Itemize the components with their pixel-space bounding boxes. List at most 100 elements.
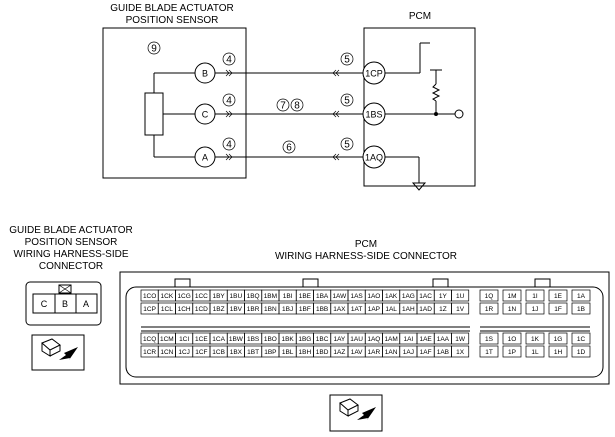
pcm-pin-label: 1AH — [402, 306, 415, 313]
pcm-pin-label: 1I — [532, 293, 538, 300]
pcm-pin-cell — [525, 345, 545, 358]
pcm-terminal-1cp-label: 1CP — [365, 69, 383, 79]
pcm-pin-label: 1AX — [333, 306, 346, 313]
pcm-pin-label: 1F — [554, 306, 562, 313]
pcm-pin-label: 1AB — [437, 349, 449, 356]
pcm-pin-cell — [479, 345, 499, 358]
pcm-pin-label: 1R — [485, 306, 494, 313]
pcm-pin-label: 1BE — [299, 293, 312, 300]
pcm-pin-cell — [479, 302, 499, 315]
pcm-pin-label: 1AO — [367, 293, 380, 300]
pcm-pin-label: 1BS — [247, 336, 260, 343]
callout-left-a: 4 — [226, 140, 232, 151]
pcm-pin-label: 1BL — [282, 349, 294, 356]
pcm-pin-label: 1CO — [143, 293, 156, 300]
pcm-conn-title-1: PCM — [355, 239, 377, 250]
pcm-pin-label: 1CC — [195, 293, 208, 300]
pcm-pin-label: 1BC — [316, 336, 329, 343]
sensor-connector-body — [25, 281, 102, 326]
pcm-pin-label: 1CQ — [143, 336, 156, 343]
sensor-pin-a-label: A — [202, 153, 208, 163]
pcm-pin-label: 1BJ — [282, 306, 293, 313]
pcm-pin-cell — [502, 332, 522, 345]
sensor-conn-pin-b: B — [62, 299, 68, 309]
pcm-pin-label: 1AV — [351, 349, 363, 356]
sensor-conn-pin-a: A — [83, 299, 89, 309]
pcm-pin-label: 1CK — [161, 293, 174, 300]
callout-wire-c-8: 8 — [294, 101, 300, 112]
pcm-pin-label: 1BY — [212, 293, 225, 300]
pcm-pin-label: 1S — [485, 336, 494, 343]
pcm-pin-label: 1CP — [143, 306, 156, 313]
pcm-pin-cell — [479, 332, 499, 345]
pcm-pin-label: 1AK — [385, 293, 398, 300]
sensor-pin-c-label: C — [202, 110, 209, 120]
pcm-pin-cell — [571, 345, 591, 358]
pcm-pin-label: 1AC — [419, 293, 432, 300]
pcm-pin-cell — [548, 345, 568, 358]
pcm-pin-label: 1BK — [281, 336, 294, 343]
pcm-pin-label: 1K — [531, 336, 540, 343]
pcm-pin-label: 1CD — [195, 306, 208, 313]
callout-9 — [147, 41, 161, 55]
callout-wire-a-6: 6 — [286, 143, 292, 154]
pcm-pin-cell — [502, 289, 522, 302]
pcm-pin-cell — [502, 302, 522, 315]
pcm-pin-label: 1O — [508, 336, 517, 343]
pcm-pin-cell — [571, 289, 591, 302]
pcm-connector-inner — [125, 286, 604, 378]
pcm-title: PCM — [409, 11, 431, 22]
pcm-pin-label: 1BQ — [247, 293, 260, 300]
pcm-pin-label: 1B — [577, 306, 585, 313]
sensor-conn-title-2: POSITION SENSOR — [25, 237, 118, 248]
pcm-pin-cell — [451, 332, 470, 345]
pcm-pin-label: 1AW — [332, 293, 347, 300]
pull-up-resistor — [431, 83, 441, 102]
pcm-pin-label: 1V — [456, 306, 465, 313]
pcm-pin-label: 1T — [485, 349, 493, 356]
pcm-pin-label: 1CG — [177, 293, 190, 300]
pcm-pin-label: 1D — [577, 349, 586, 356]
pcm-pin-label: 1BA — [316, 293, 329, 300]
sensor-conn-title-4: CONNECTOR — [39, 261, 103, 272]
pcm-pin-cell — [548, 302, 568, 315]
pcm-pin-label: 1BG — [298, 336, 311, 343]
sensor-box — [102, 27, 247, 179]
pcm-conn-title-2: WIRING HARNESS-SIDE CONNECTOR — [275, 251, 457, 262]
pcm-pin-label: 1AU — [350, 336, 363, 343]
pcm-pin-label: 1BP — [264, 349, 276, 356]
callout-9-text: 9 — [151, 44, 157, 55]
pcm-pin-label: 1AA — [437, 336, 450, 343]
pcm-pin-label: 1BW — [229, 336, 244, 343]
pcm-pin-cell — [525, 332, 545, 345]
callout-wire-c-7: 7 — [280, 101, 286, 112]
pcm-box — [363, 27, 476, 187]
pcm-pin-label: 1E — [554, 293, 563, 300]
sensor-pin-b-label: B — [202, 69, 208, 79]
pcm-pin-cell — [525, 302, 545, 315]
pcm-pin-label: 1CN — [160, 349, 173, 356]
pcm-pin-label: 1Z — [439, 306, 447, 313]
pcm-pin-label: 1BX — [230, 349, 243, 356]
pcm-pin-label: 1X — [456, 349, 465, 356]
pcm-pin-label: 1AI — [403, 336, 413, 343]
pcm-pin-label: 1BT — [247, 349, 259, 356]
pcm-pin-label: 1C — [577, 336, 586, 343]
pcm-pin-cell — [525, 289, 545, 302]
pcm-pin-label: 1AD — [419, 306, 432, 313]
sensor-connector-face — [32, 293, 98, 314]
pcm-pin-label: 1BD — [316, 349, 329, 356]
pcm-pin-label: 1AS — [350, 293, 363, 300]
pcm-pin-cell — [571, 332, 591, 345]
plug-view-icon-sensor — [31, 334, 85, 371]
pcm-pin-label: 1AG — [402, 293, 415, 300]
pcm-pin-label: 1H — [554, 349, 563, 356]
pcm-pin-cell — [451, 345, 470, 358]
chevrons-left — [225, 69, 233, 161]
pcm-pin-label: 1AJ — [403, 349, 414, 356]
pcm-pin-label: 1CH — [178, 306, 191, 313]
pcm-pin-label: 1G — [554, 336, 563, 343]
pcm-pin-cell — [479, 289, 499, 302]
